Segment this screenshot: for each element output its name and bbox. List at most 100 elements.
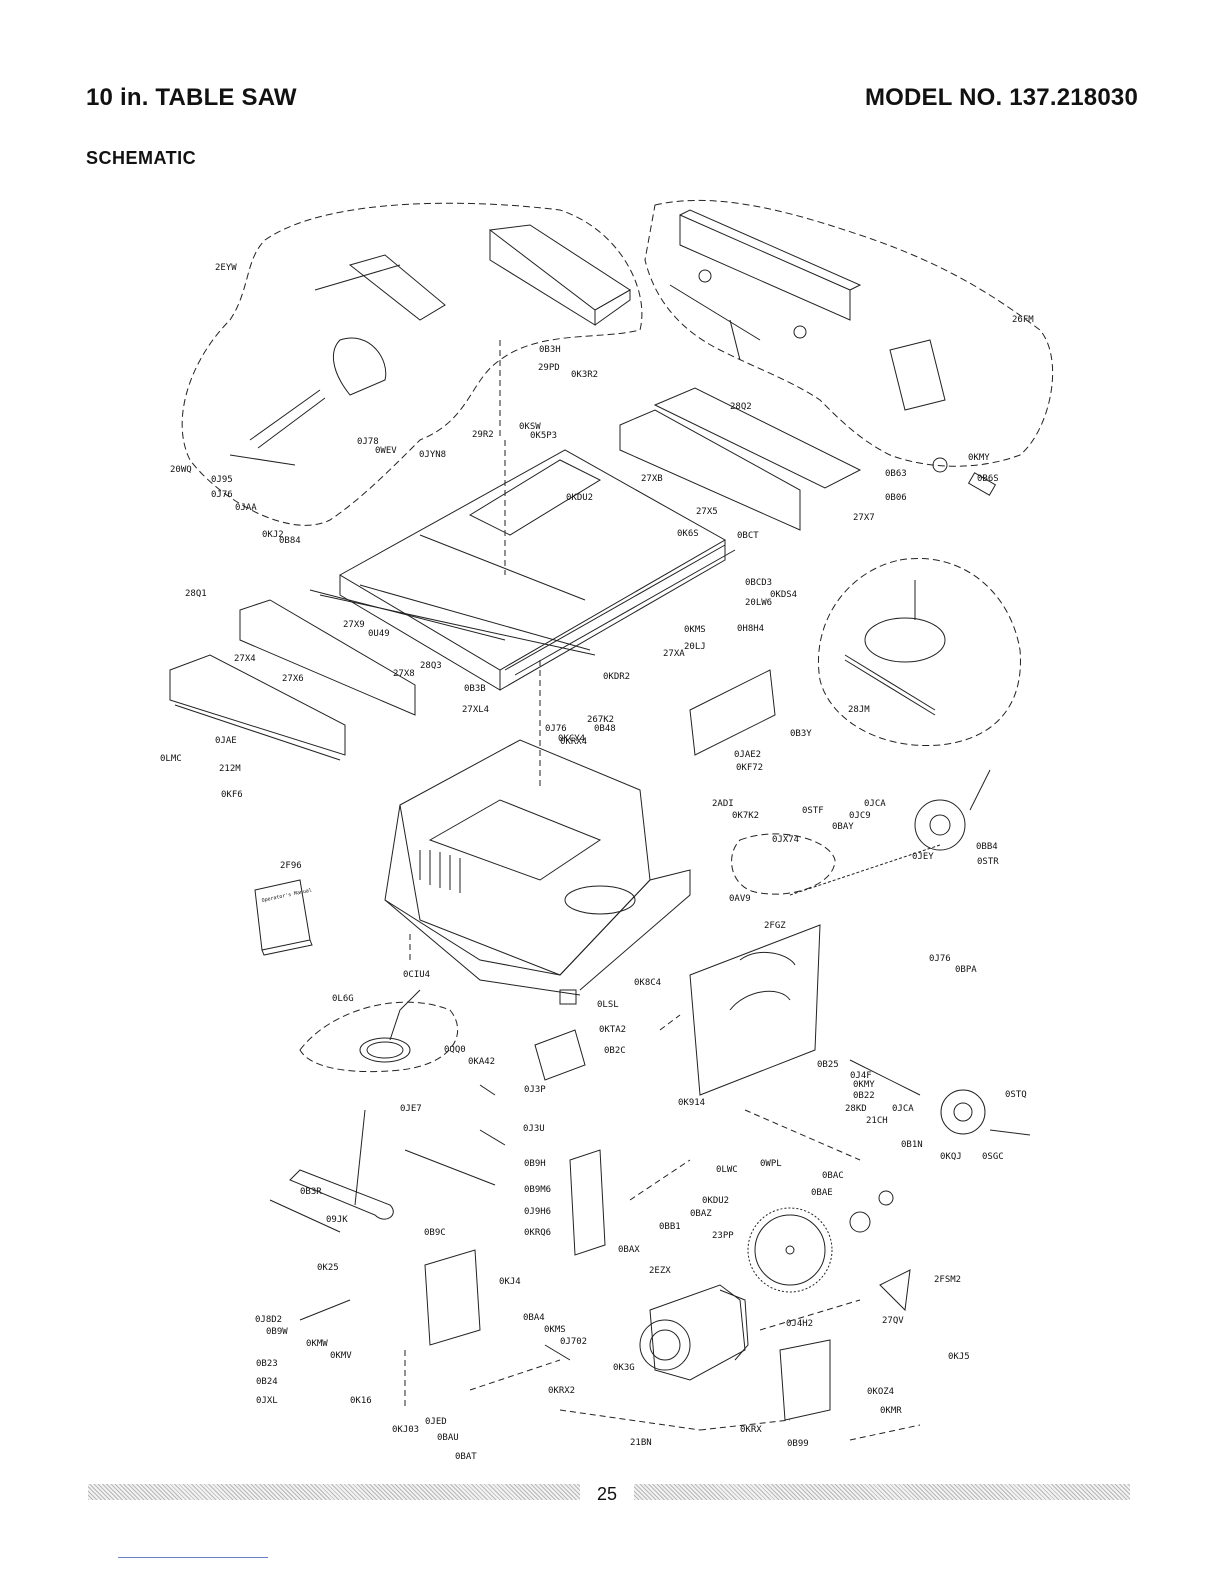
table-top [338, 449, 736, 691]
rails [169, 387, 862, 761]
part-label: 0J9H6 [524, 1207, 551, 1217]
part-label: 21CH [866, 1116, 888, 1126]
part-label: 28JM [848, 705, 870, 715]
part-label: 0SGC [982, 1152, 1004, 1162]
part-label: 0J8D2 [255, 1315, 282, 1325]
part-label: 28Q2 [730, 402, 752, 412]
part-label: 28KD [845, 1104, 867, 1114]
part-label: 0KMR [880, 1406, 902, 1416]
part-label: 0BA4 [523, 1313, 545, 1323]
part-label: 28Q3 [420, 661, 442, 671]
manual-booklet [254, 879, 313, 956]
part-label: 0JAE [215, 736, 237, 746]
part-label: 0KTA2 [599, 1025, 626, 1035]
part-label: 27X7 [853, 513, 875, 523]
part-label: 23PP [712, 1231, 734, 1241]
riving-knife [879, 1269, 911, 1312]
part-label: 0B22 [853, 1091, 875, 1101]
part-label: 0BB4 [976, 842, 998, 852]
part-label: 27X6 [282, 674, 304, 684]
part-label: 0K5P3 [530, 431, 557, 441]
part-label: 0KRX4 [560, 737, 587, 747]
part-label: 0CIU4 [403, 970, 430, 980]
part-label: 29R2 [472, 430, 494, 440]
part-label: 0KF72 [736, 763, 763, 773]
part-label: 0B6S [977, 474, 999, 484]
part-label: 0BAC [822, 1171, 844, 1181]
part-label: 0B9M6 [524, 1185, 551, 1195]
part-label: 0B84 [279, 536, 301, 546]
part-label: 0KJ03 [392, 1425, 419, 1435]
part-label: 0B63 [885, 469, 907, 479]
rip-fence-assembly [669, 209, 997, 496]
part-label: 0KRQ6 [524, 1228, 551, 1238]
part-label: 0J702 [560, 1337, 587, 1347]
part-label: 0J76 [929, 954, 951, 964]
part-label: 0BAY [832, 822, 854, 832]
part-label: 0BAT [455, 1452, 477, 1462]
part-label: 0K25 [317, 1263, 339, 1273]
part-label: 0LMC [160, 754, 182, 764]
part-label: 27X9 [343, 620, 365, 630]
part-label: 0B23 [256, 1359, 278, 1369]
part-label: 0JYN8 [419, 450, 446, 460]
part-label: 0KDU2 [566, 493, 593, 503]
part-label: 0BCD3 [745, 578, 772, 588]
miter-gauge [844, 580, 946, 716]
part-label: 0KF6 [221, 790, 243, 800]
part-label: 0B3H [539, 345, 561, 355]
group-outline-cord [299, 1001, 459, 1073]
part-label: 0BAX [618, 1245, 640, 1255]
part-label: 0KDR2 [603, 672, 630, 682]
part-label: 0KJ5 [948, 1352, 970, 1362]
part-label: 267K2 [587, 715, 614, 725]
part-label: 0KDS4 [770, 590, 797, 600]
part-label: 0QQ0 [444, 1045, 466, 1055]
leader-lines [404, 340, 921, 1441]
part-label: 0B9H [524, 1159, 546, 1169]
tilt-plate [689, 669, 821, 1096]
part-label: 0KQJ [940, 1152, 962, 1162]
part-label: 2ADI [712, 799, 734, 809]
part-label: 0K7K2 [732, 811, 759, 821]
part-label: 0KJ2 [262, 530, 284, 540]
part-label: 0K8C4 [634, 978, 661, 988]
part-label: 0STR [977, 857, 999, 867]
part-label: 0JCA [864, 799, 886, 809]
part-label: 0KMV [330, 1351, 352, 1361]
part-label: 2FGZ [764, 921, 786, 931]
part-label: 26FM [1012, 315, 1034, 325]
motor [639, 1284, 749, 1381]
part-label: 0B24 [256, 1377, 278, 1387]
part-label: 0J4F [850, 1071, 872, 1081]
part-label: 0J78 [357, 437, 379, 447]
part-label: 0KOZ4 [867, 1387, 894, 1397]
part-label: 0BB1 [659, 1222, 681, 1232]
part-label: 0AV9 [729, 894, 751, 904]
part-label: 20WQ [170, 465, 192, 475]
part-label: 2F96 [280, 861, 302, 871]
part-label: 27XB [641, 474, 663, 484]
group-outline-guard [181, 202, 643, 526]
part-label: 28Q1 [185, 589, 207, 599]
part-label: 0J3U [523, 1124, 545, 1134]
part-label: 0KMY [853, 1080, 875, 1090]
part-label: 2EZX [649, 1266, 671, 1276]
part-label: 0H8H4 [737, 624, 764, 634]
part-label: 29PD [538, 363, 560, 373]
part-label: 0WPL [760, 1159, 782, 1169]
part-label: 0B2C [604, 1046, 626, 1056]
part-label: 27X5 [696, 507, 718, 517]
part-label: 20LJ [684, 642, 706, 652]
part-label: 2EYW [215, 263, 237, 273]
part-label: 0J76 [545, 724, 567, 734]
page-number: 25 [596, 1484, 618, 1504]
part-label: 0BAE [811, 1188, 833, 1198]
part-label: 0KDU2 [702, 1196, 729, 1206]
part-label: 0B9W [266, 1327, 288, 1337]
page-title: 10 in. TABLE SAW [86, 84, 297, 111]
group-outline-fence [644, 199, 1054, 467]
part-label: 0U49 [368, 629, 390, 639]
part-label: 09JK [326, 1215, 348, 1225]
part-label: 0J3P [524, 1085, 546, 1095]
